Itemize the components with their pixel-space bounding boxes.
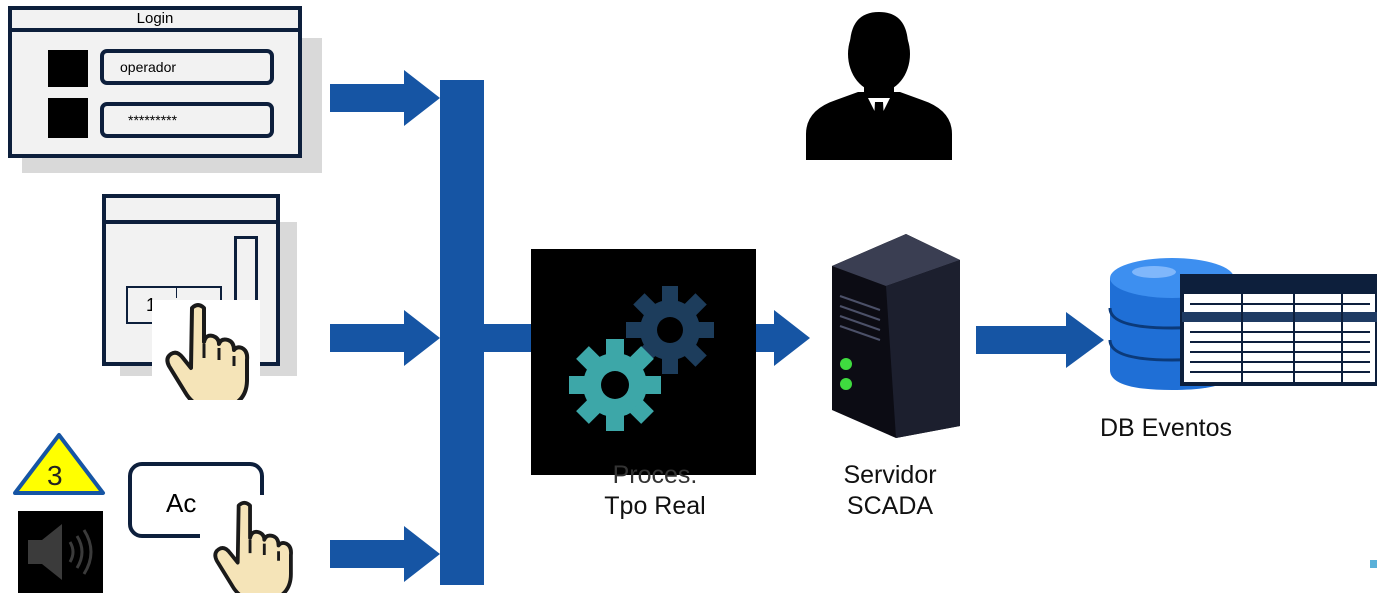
username-field[interactable]: operador	[100, 49, 274, 85]
process-label-line2: Tpo Real	[604, 492, 706, 520]
arrow-process-to-server	[754, 310, 810, 366]
corner-mark	[1370, 560, 1377, 568]
username-icon	[48, 50, 88, 87]
hand-pointer-icon-2	[213, 500, 293, 593]
collector-bus	[440, 80, 484, 585]
arrow-control-to-bus	[330, 310, 440, 366]
speaker-icon	[28, 524, 93, 580]
value-text: 1	[146, 295, 157, 315]
login-window: Login operador *********	[8, 6, 302, 158]
login-titlebar: Login	[12, 10, 298, 32]
server-label-line2: SCADA	[846, 492, 934, 520]
control-titlebar	[106, 198, 276, 224]
hand-pointer-icon	[165, 303, 250, 400]
user-icon	[806, 12, 952, 160]
warning-icon	[13, 433, 105, 495]
password-value: *********	[128, 112, 178, 128]
database-label: DB Eventos	[1099, 414, 1232, 442]
process-label: Proces. Tpo Real	[555, 460, 755, 522]
events-table-icon	[1180, 274, 1377, 386]
server-label-line1: Servidor	[843, 461, 937, 489]
server-icon	[832, 234, 960, 438]
alarm-counter: 3	[47, 460, 63, 491]
login-title: Login	[136, 10, 174, 27]
password-field[interactable]: *********	[100, 102, 274, 138]
arrow-server-to-db	[976, 312, 1104, 368]
ack-button-label: Ac	[166, 488, 197, 518]
process-label-line1: Proces.	[612, 461, 698, 489]
server-label: Servidor SCADA	[790, 460, 990, 522]
username-value: operador	[120, 59, 177, 75]
arrow-login-to-bus	[330, 70, 440, 126]
arrow-alarm-to-bus	[330, 526, 440, 582]
password-icon	[48, 98, 88, 138]
gears-icon	[569, 286, 714, 431]
